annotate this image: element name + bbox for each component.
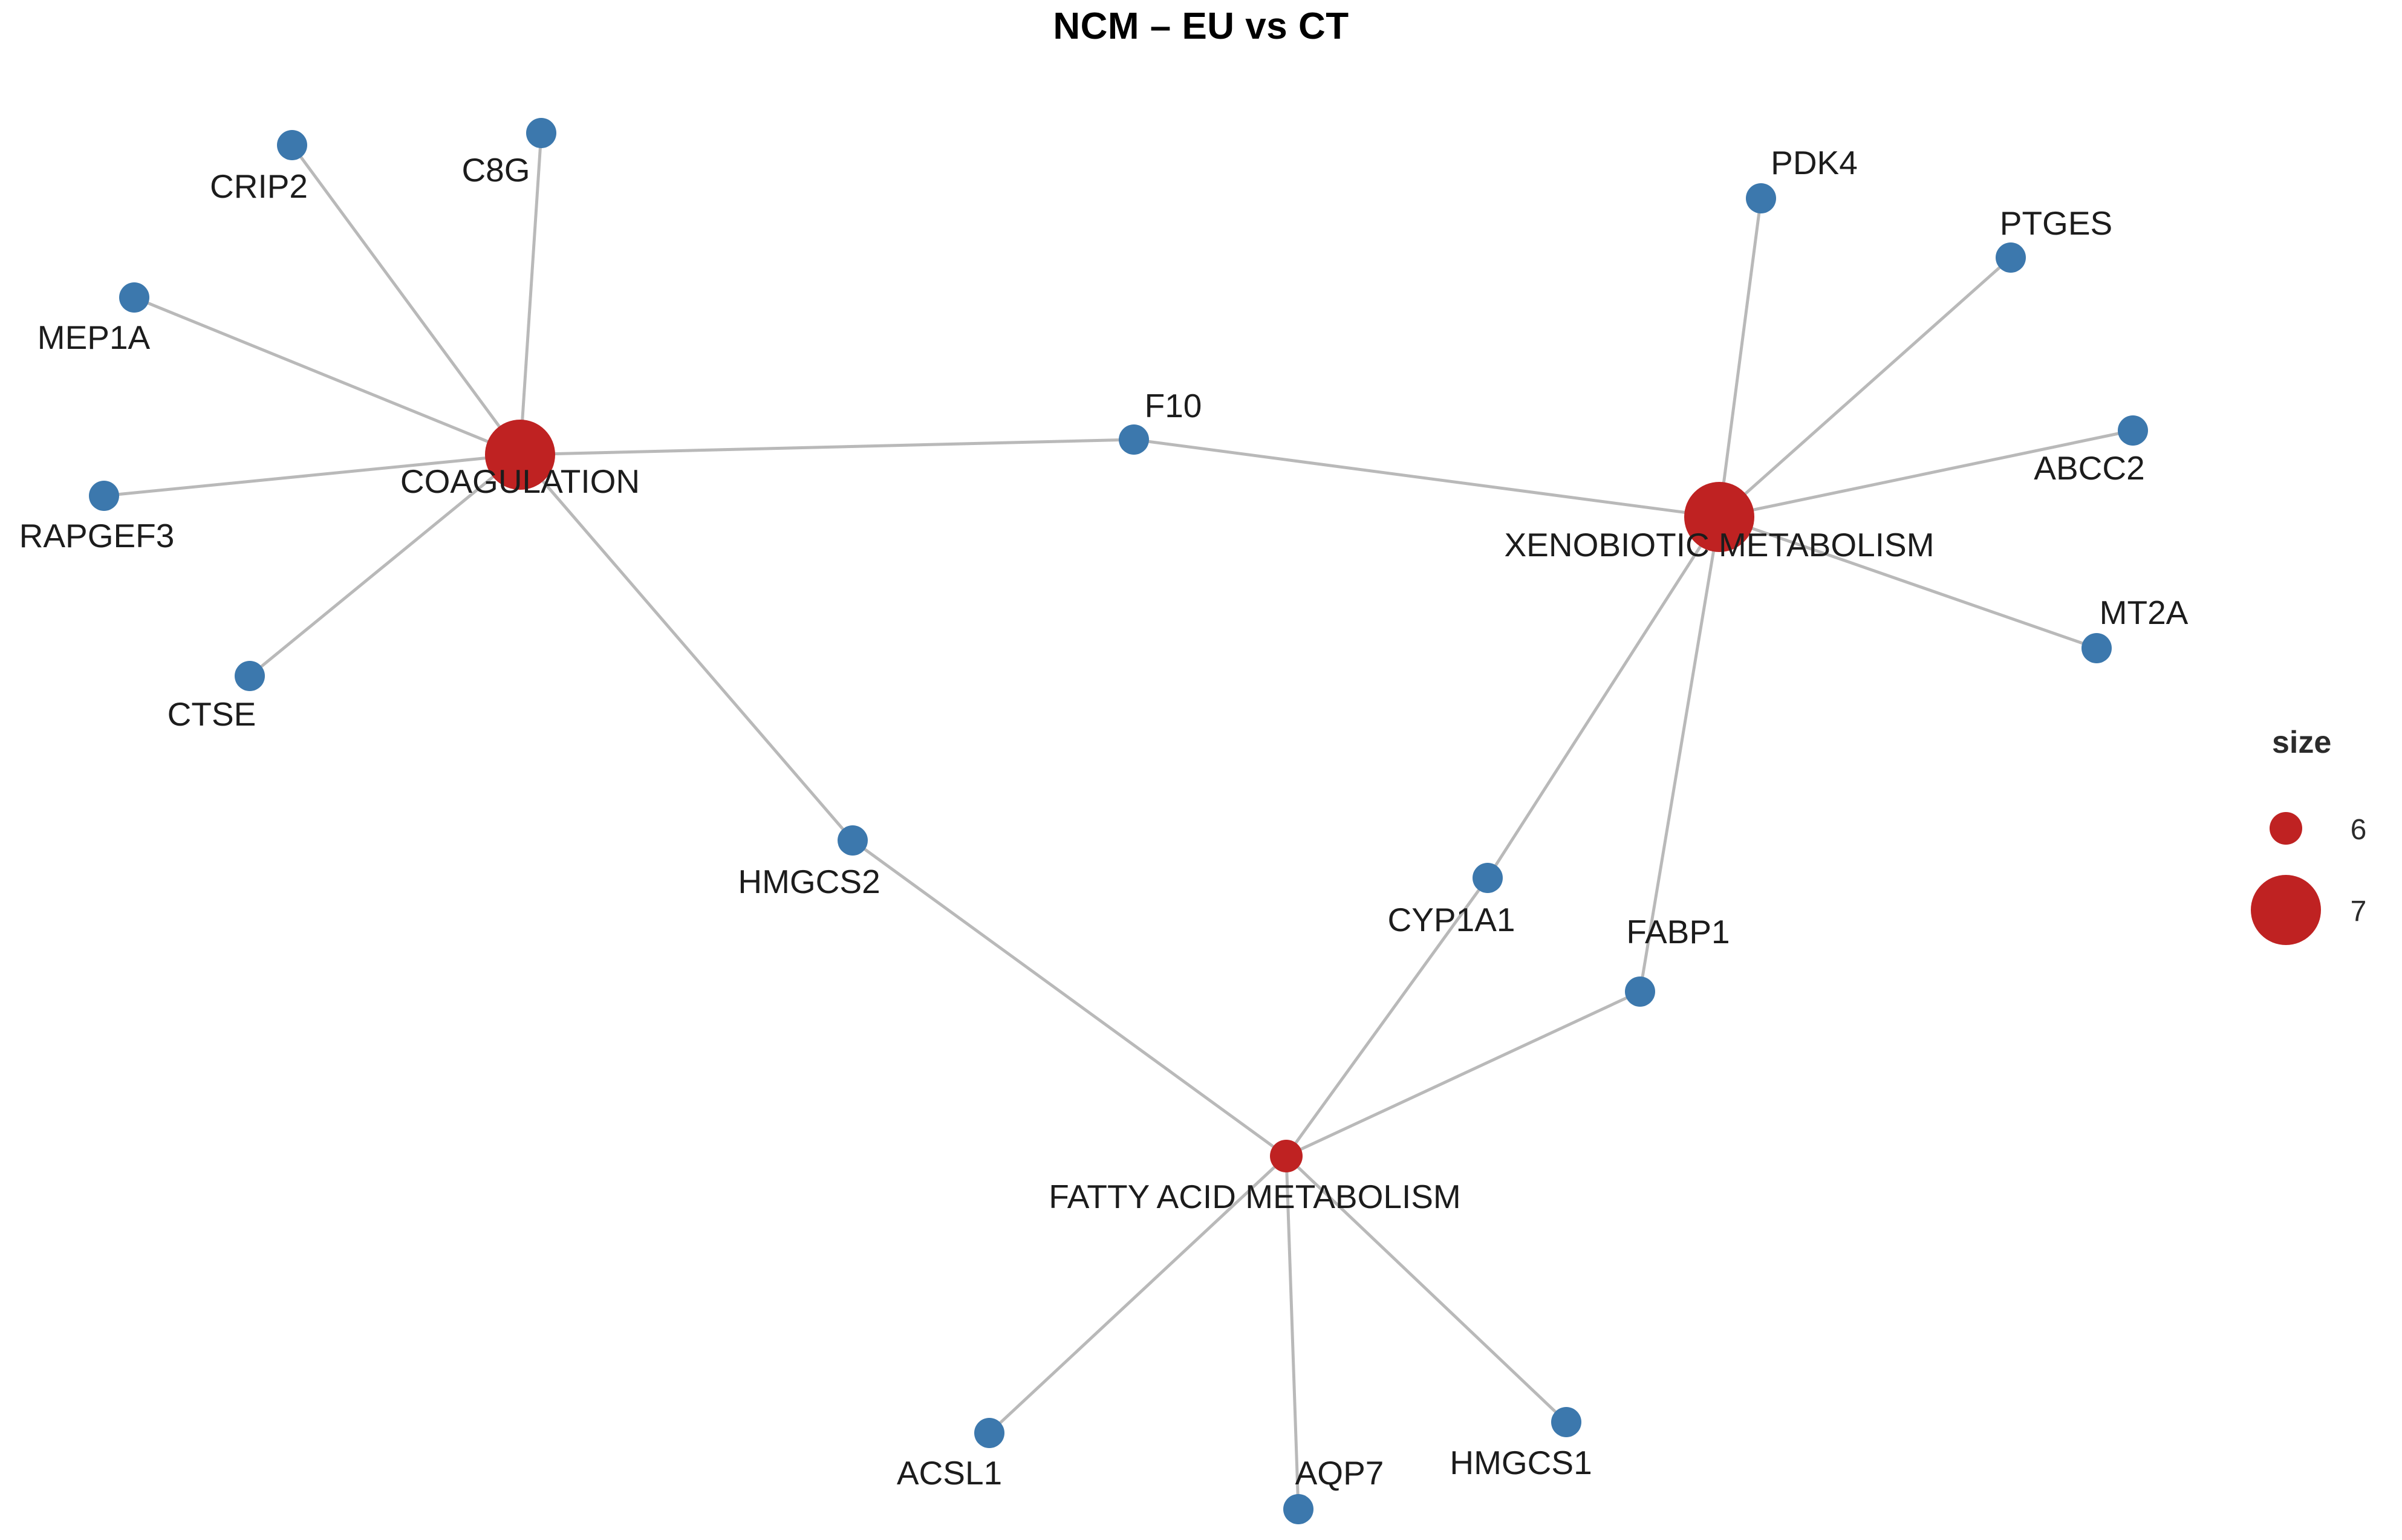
graph-edge [1718, 256, 2012, 518]
gene-node-label: ABCC2 [2034, 449, 2144, 487]
gene-node[interactable] [1551, 1407, 1581, 1437]
graph-edge [518, 132, 543, 455]
gene-node[interactable] [1473, 863, 1503, 893]
gene-node-label: CTSE [168, 695, 256, 733]
node-layer [89, 118, 2148, 1524]
pathway-node[interactable] [1270, 1140, 1303, 1172]
gene-node-label: PTGES [2000, 204, 2112, 242]
graph-edge [1719, 429, 2133, 519]
edge-layer [103, 132, 2133, 1510]
gene-node[interactable] [974, 1418, 1004, 1448]
gene-node[interactable] [1283, 1494, 1313, 1524]
graph-edge [1486, 516, 1721, 879]
pathway-node[interactable] [485, 420, 555, 490]
gene-node[interactable] [2081, 633, 2112, 663]
graph-edge [851, 839, 1287, 1158]
graph-edge [249, 453, 521, 677]
gene-node[interactable] [89, 481, 119, 511]
graph-edge [988, 1155, 1287, 1434]
graph-edge [1284, 1155, 1300, 1510]
gene-node-label: CYP1A1 [1388, 901, 1515, 938]
gene-node-label: F10 [1145, 387, 1202, 424]
legend-size-swatch [2270, 812, 2302, 845]
node-label-layer: COAGULATION XENOBIOTIC METABOLISM FATTY AC… [19, 144, 2189, 1492]
page-title: NCM – EU vs CT [1053, 5, 1349, 47]
gene-node-label: PDK4 [1771, 144, 1858, 181]
graph-edge [290, 144, 522, 456]
legend-size-label: 7 [2351, 895, 2367, 928]
gene-node[interactable] [1996, 242, 2026, 273]
gene-node-label: CRIP2 [210, 167, 308, 205]
gene-node[interactable] [838, 825, 868, 856]
graph-edge [1717, 198, 1763, 518]
gene-node-label: ACSL1 [897, 1454, 1002, 1492]
gene-node-label: AQP7 [1295, 1454, 1384, 1492]
gene-node-label: RAPGEF3 [19, 517, 175, 554]
gene-node-label: C8G [461, 151, 530, 189]
graph-edge [1719, 515, 2097, 650]
legend-title: size [2272, 725, 2331, 760]
gene-node[interactable] [119, 282, 149, 313]
gene-node[interactable] [1746, 183, 1776, 213]
graph-edge [1284, 877, 1489, 1157]
graph-edge [1285, 990, 1641, 1158]
pathway-node-label: FATTY ACID METABOLISM [1049, 1178, 1461, 1215]
gene-node[interactable] [2118, 415, 2148, 446]
graph-edge [519, 438, 1134, 456]
gene-node-label: HMGCS2 [738, 863, 880, 900]
gene-node-label: HMGCS1 [1450, 1444, 1592, 1481]
graph-edge [519, 453, 854, 842]
gene-node[interactable] [1119, 424, 1149, 455]
pathway-node-label: COAGULATION [400, 463, 640, 500]
size-legend: size 67 [2251, 725, 2366, 945]
graph-edge [1133, 438, 1720, 519]
pathway-node[interactable] [1684, 482, 1754, 552]
graph-edge [134, 296, 521, 456]
legend-size-label: 6 [2351, 814, 2367, 846]
gene-node[interactable] [235, 661, 265, 691]
gene-node-label: MEP1A [37, 319, 151, 356]
graph-edge [103, 453, 521, 498]
gene-node[interactable] [277, 130, 307, 160]
graph-edge [1638, 516, 1721, 992]
pathway-node-label: XENOBIOTIC METABOLISM [1504, 526, 1934, 564]
legend-items: 67 [2251, 812, 2366, 945]
graph-edge [1285, 1155, 1567, 1423]
gene-node-label: FABP1 [1626, 913, 1730, 950]
gene-node[interactable] [1625, 976, 1655, 1007]
gene-node[interactable] [526, 118, 556, 148]
legend-size-swatch [2251, 875, 2321, 945]
gene-node-label: MT2A [2100, 594, 2189, 631]
